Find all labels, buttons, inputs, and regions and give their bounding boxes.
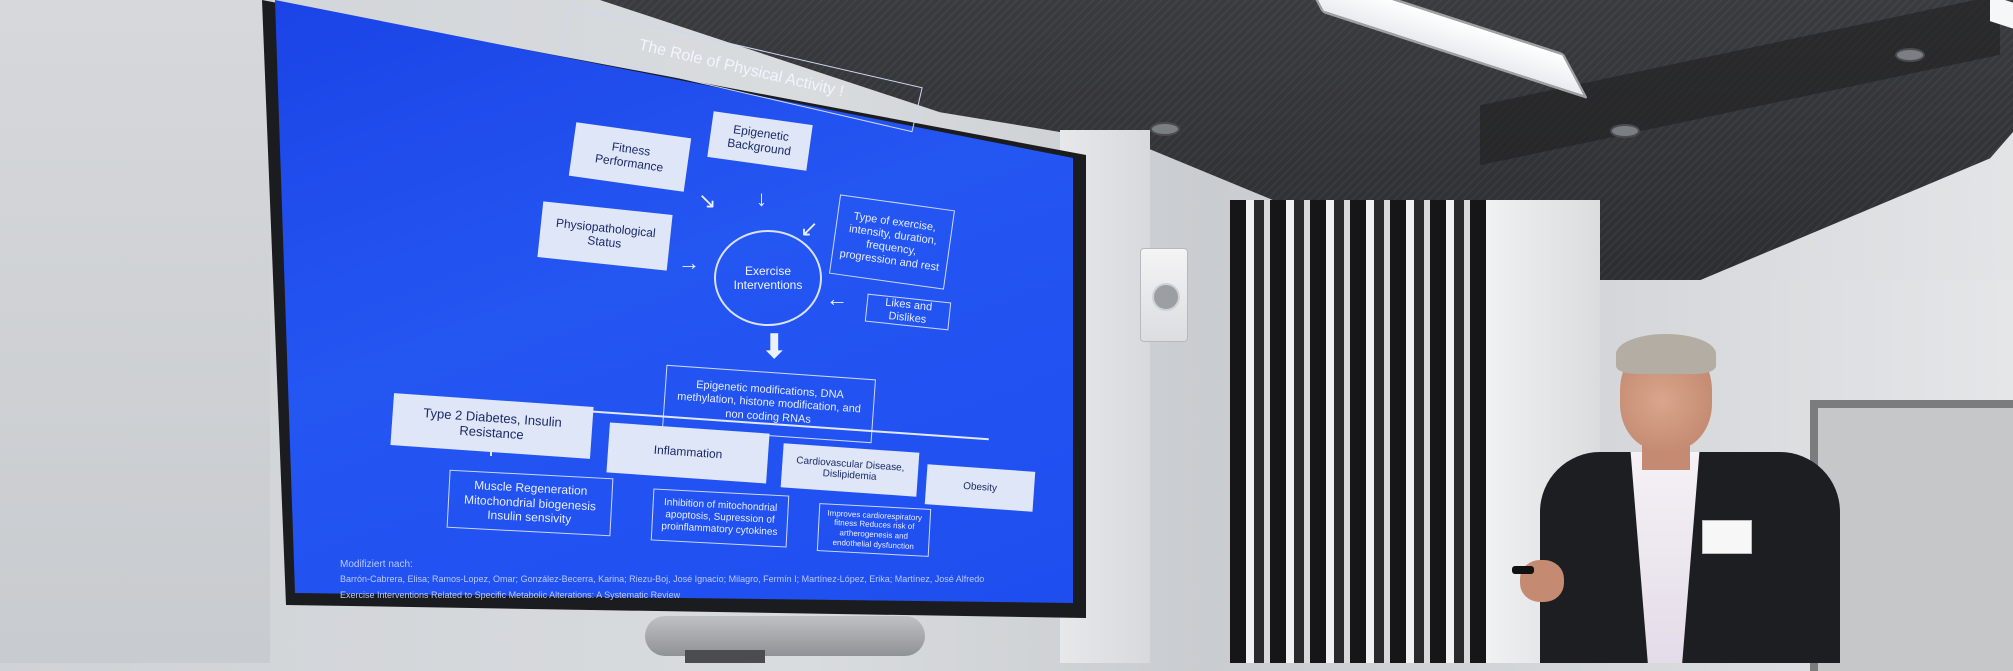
reference-line-2: Barrón-Cabrera, Elisa; Ramos-Lopez, Omar… (340, 574, 985, 584)
reference-line-1: Modifiziert nach: (340, 559, 413, 570)
box-type-of-exercise: Type of exercise, intensity, duration, f… (828, 194, 956, 290)
box-obesity: Obesity (924, 464, 1036, 512)
box-improves-cardio: Improves cardiorespiratory fitness Reduc… (816, 503, 932, 557)
box-muscle-regeneration: Muscle Regeneration Mitochondrial biogen… (446, 469, 614, 537)
circle-exercise-interventions: Exercise Interventions (714, 230, 822, 326)
arrow-down-icon: ↓ (756, 186, 767, 211)
door (1810, 400, 2013, 671)
presenter-hair (1616, 334, 1716, 374)
box-inhibition: Inhibition of mitochondrial apoptosis, S… (650, 488, 790, 548)
downlight (1150, 122, 1180, 136)
downlight (1895, 48, 1925, 62)
arrow-diagonal-icon: ↙ (800, 216, 819, 241)
soundbar-stand (685, 650, 765, 663)
soundbar (645, 616, 925, 656)
arrow-right-icon: → (678, 250, 700, 275)
wall-speaker (1140, 248, 1188, 342)
name-badge (1702, 520, 1752, 554)
box-cardiovascular: Cardiovascular Disease, Dislipidemia (780, 443, 920, 497)
presenter (1512, 334, 1850, 663)
arrow-big-down-icon: ⬇ (760, 328, 789, 366)
clicker-remote (1512, 566, 1534, 574)
reference-line-3: Exercise Interventions Related to Specif… (340, 590, 681, 600)
left-wall (0, 0, 270, 663)
vertical-slats (1230, 200, 1490, 663)
speaker-cone (1152, 283, 1180, 311)
downlight (1610, 124, 1640, 138)
arrow-diagonal-icon: ↘ (698, 188, 717, 213)
arrow-left-icon: ← (826, 286, 848, 311)
